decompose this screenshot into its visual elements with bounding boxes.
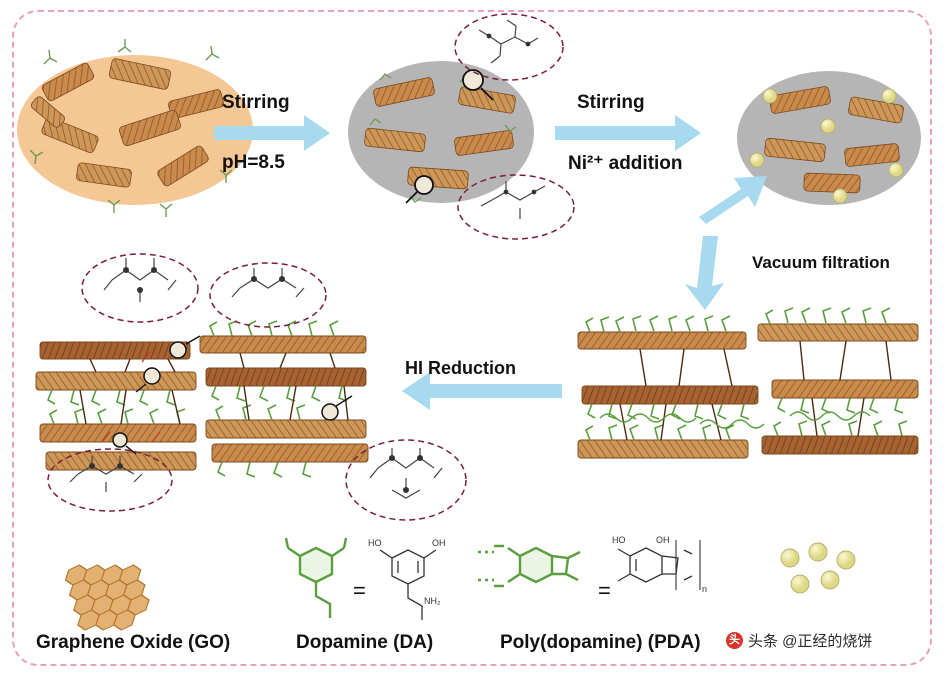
svg-text:OH: OH: [656, 535, 670, 545]
pda-ni-go-film-stack: [577, 307, 919, 459]
figure-border: [12, 10, 932, 666]
watermark-text: 头条 @正经的烧饼: [748, 633, 873, 650]
watermark: 头 头条 @正经的烧饼: [726, 630, 872, 651]
legend-label-polydopamine: Poly(dopamine) (PDA): [500, 632, 701, 653]
svg-text:OH: OH: [432, 538, 446, 548]
step-label-stirring-1: Stirring: [222, 92, 290, 113]
magnifier-bottom: [405, 175, 434, 204]
arrow-vacuum-filtration: [685, 176, 767, 310]
ni-coordination-nodes: [112, 341, 339, 448]
callout-chelate-upper-right: [209, 262, 327, 328]
legend-ni-particles: [780, 542, 856, 594]
go-dispersion-ellipse: [17, 39, 253, 217]
arrow-hi-reduction: [402, 372, 562, 410]
svg-text:NH₂: NH₂: [424, 596, 441, 606]
step-sublabel-ph: pH=8.5: [222, 152, 285, 173]
svg-text:HO: HO: [368, 538, 382, 548]
equals-sign-da: =: [353, 578, 366, 603]
callout-chelate-lower-left: [47, 448, 173, 512]
red-bond-marks: [101, 351, 161, 443]
ni-loaded-ellipse: [737, 71, 921, 205]
legend-label-dopamine: Dopamine (DA): [296, 632, 434, 653]
legend-pda-icon: [478, 544, 581, 588]
step-label-stirring-2: Stirring: [577, 92, 645, 113]
arrow-stirring-2: [555, 115, 701, 151]
step-label-hi-reduction: HI Reduction: [405, 358, 516, 378]
callout-chelate-upper-left: [81, 253, 199, 323]
ni-particles: [749, 88, 904, 204]
callout-structure-bottom: [457, 174, 575, 240]
legend-go-icon: [64, 564, 150, 631]
step-sublabel-ni-addition: Ni²⁺ addition: [568, 153, 683, 174]
step-label-vacuum-filtration: Vacuum filtration: [752, 253, 890, 272]
callout-structure-top: [454, 13, 564, 81]
svg-text:n: n: [702, 584, 707, 594]
legend-dopamine-icon: [284, 537, 348, 618]
svg-text:HO: HO: [612, 535, 626, 545]
rgo-ni-film-stack: [35, 253, 467, 521]
legend-dopamine-structure: HO OH NH₂: [368, 538, 446, 620]
legend-label-graphene-oxide: Graphene Oxide (GO): [36, 632, 231, 653]
legend-pda-structure: HO OH n: [612, 535, 707, 594]
callout-ni-hydroxy-complex: [345, 439, 467, 521]
pda-go-ellipse: [348, 13, 575, 240]
watermark-logo: 头: [726, 632, 743, 649]
magnifier-top: [462, 69, 494, 101]
arrow-stirring-1: [214, 115, 330, 151]
equals-sign-pda: =: [598, 578, 611, 603]
